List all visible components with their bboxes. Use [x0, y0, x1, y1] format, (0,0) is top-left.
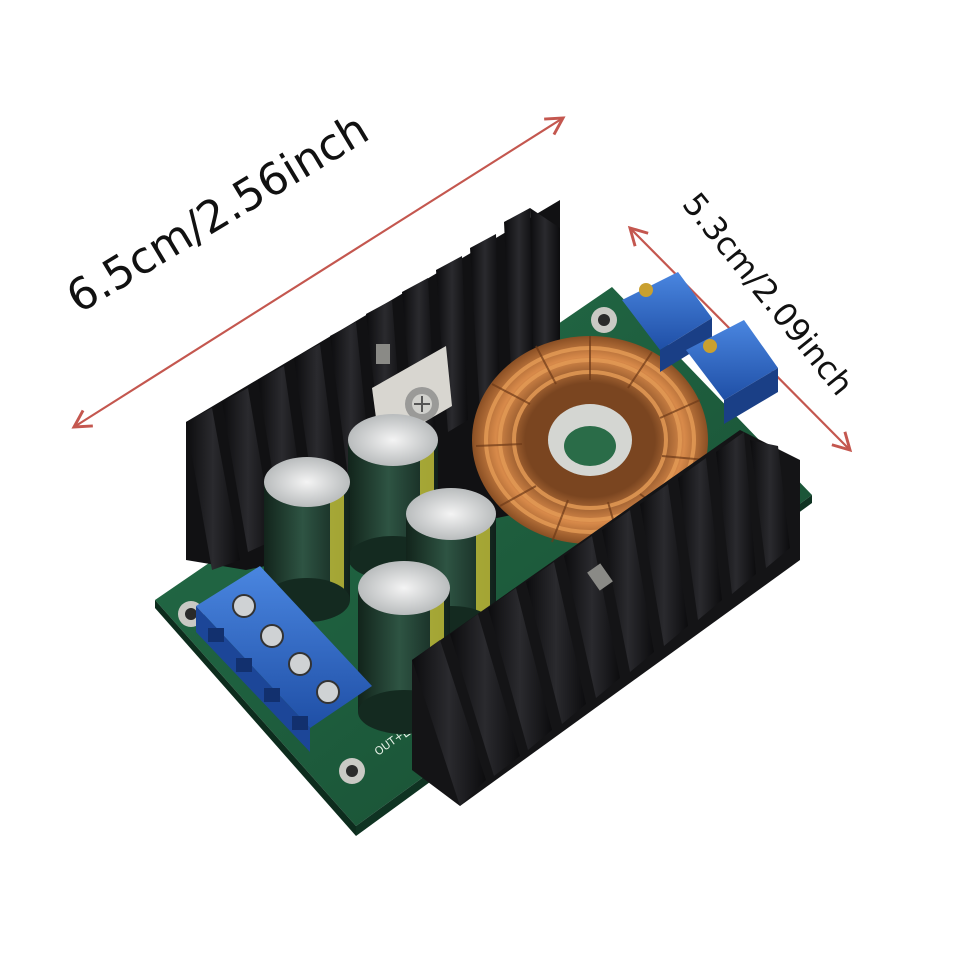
- toroid-inductor: [472, 336, 708, 545]
- capacitor: [264, 457, 350, 622]
- mounting-holes: [178, 307, 617, 784]
- potentiometers: [622, 272, 778, 424]
- front-heatsink: [412, 430, 800, 806]
- length-dimension-arrow: [71, 116, 566, 429]
- terminal-block: [196, 566, 372, 752]
- capacitors: [264, 414, 496, 734]
